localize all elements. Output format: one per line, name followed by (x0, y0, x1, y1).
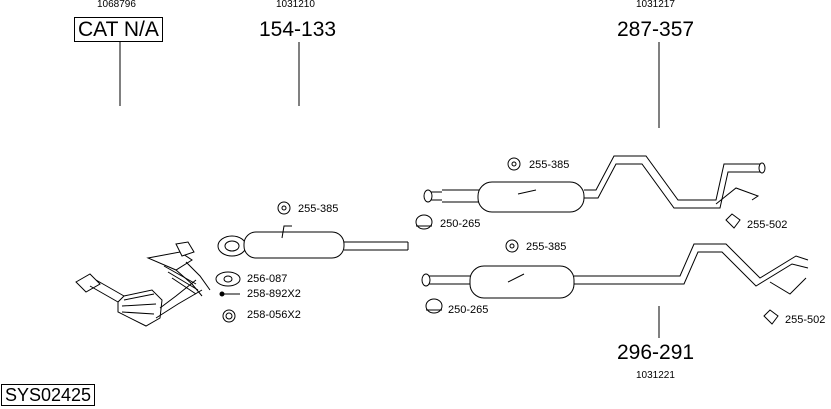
column-code-1: 1068796 (97, 0, 136, 10)
front-silencer-154-133 (217, 225, 409, 259)
ref-label-centre-clamp: 255-385 (529, 159, 570, 171)
ref-label-centre-ring: 250-265 (440, 218, 481, 230)
centre-silencer-287-357 (423, 155, 766, 213)
ref-label-nut: 258-056X2 (247, 309, 301, 321)
ref-label-rear-ring: 250-265 (448, 304, 489, 316)
ref-label-bolt: 258-892X2 (247, 288, 301, 300)
part-label-287-357: 287-357 (617, 18, 695, 41)
ref-label-rear-clamp: 255-385 (526, 241, 567, 253)
ref-label-front-clamp: 255-385 (298, 203, 339, 215)
ref-label-centre-hanger: 255-502 (747, 219, 788, 231)
ref-label-gasket: 256-087 (247, 273, 288, 285)
part-label-cat: CAT N/A (74, 17, 163, 42)
rear-silencer-296-291 (421, 243, 809, 299)
ref-label-rear-hanger: 255-502 (785, 314, 826, 326)
diagram-id-label: SYS02425 (1, 384, 96, 406)
part-label-154-133: 154-133 (259, 18, 337, 41)
catalytic-converter-assembly (75, 241, 211, 327)
column-code-4: 1031221 (636, 370, 675, 381)
column-code-3: 1031217 (636, 0, 675, 10)
column-code-2: 1031210 (276, 0, 315, 10)
part-label-296-291: 296-291 (617, 341, 695, 364)
clamp-and-hanger-icons (215, 157, 779, 325)
